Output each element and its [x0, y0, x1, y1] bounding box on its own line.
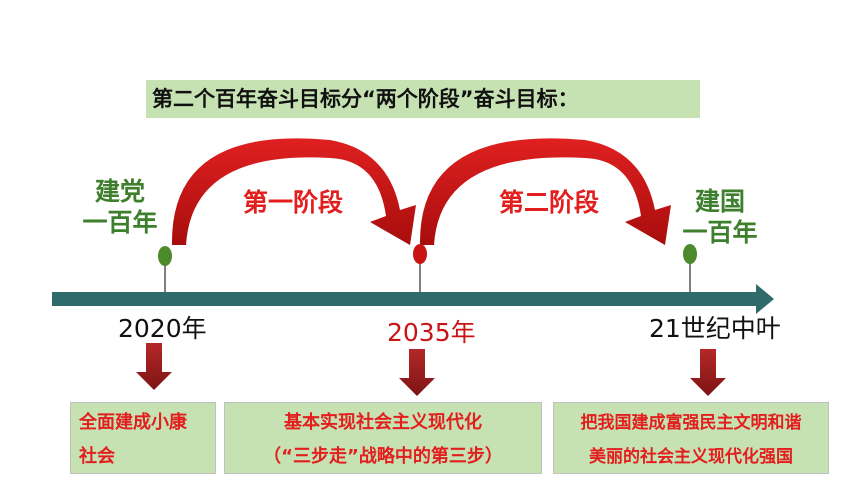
goal-box-2020: 全面建成小康 社会 — [70, 402, 216, 474]
phase-one-arrow — [171, 138, 416, 245]
milestone-nation-centenary: 建国 一百年 — [682, 187, 758, 247]
pin-2020 — [158, 246, 172, 266]
down-arrow-2 — [399, 349, 435, 396]
year-2035: 2035年 — [387, 318, 476, 347]
phase-two-label: 第二阶段 — [499, 188, 600, 217]
milestone-party-centenary: 建党 一百年 — [82, 177, 158, 237]
timeline-bar — [52, 292, 758, 306]
goal-box-2035: 基本实现社会主义现代化 （“三步走”战略中的第三步） — [224, 402, 542, 474]
pin-mid-century — [683, 244, 697, 264]
down-arrow-3 — [690, 349, 726, 396]
goal-box-mid-century: 把我国建成富强民主文明和谐 美丽的社会主义现代化强国 — [553, 402, 829, 474]
timeline-arrowhead — [756, 284, 774, 314]
diagram-title: 第二个百年奋斗目标分“两个阶段”奋斗目标： — [152, 87, 579, 111]
phase-two-arrow — [419, 138, 671, 245]
year-mid-century: 21世纪中叶 — [649, 314, 781, 343]
year-2020: 2020年 — [118, 314, 207, 343]
phase-one-label: 第一阶段 — [243, 188, 344, 217]
down-arrow-1 — [136, 343, 172, 390]
pin-2035 — [413, 244, 427, 264]
title-banner — [146, 80, 700, 118]
